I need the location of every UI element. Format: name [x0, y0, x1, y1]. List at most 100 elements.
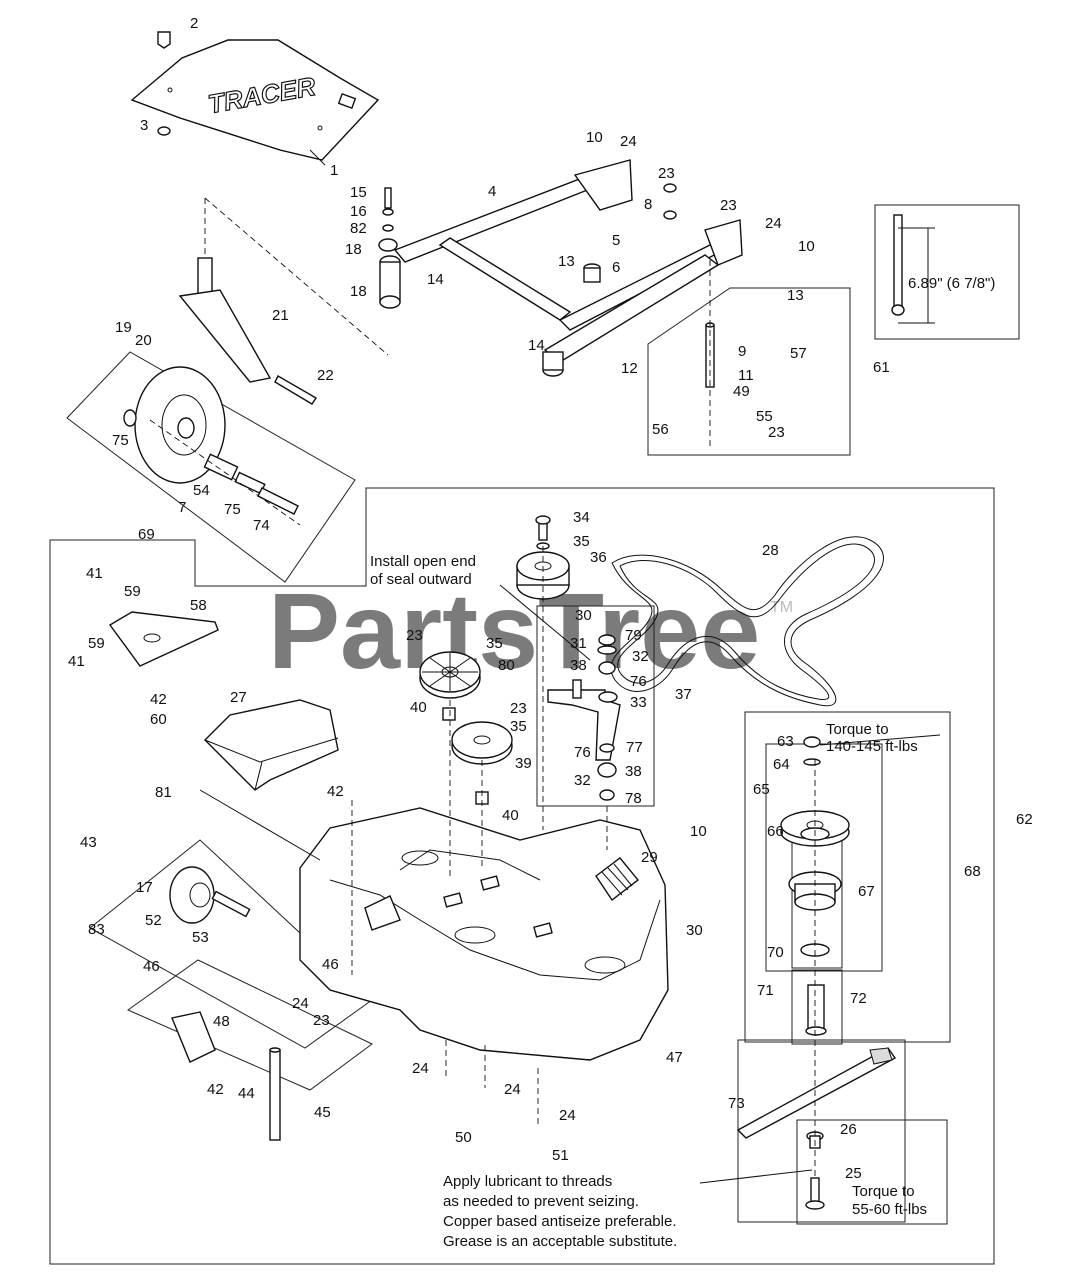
deck-group-box	[49, 487, 995, 1265]
callout-29: 29	[641, 849, 658, 866]
callout-labels: 2 3 1 10 24 23 4 15 16 82 18 14 18 8 23 …	[68, 15, 1033, 1182]
blade-box	[737, 1039, 906, 1223]
caster-arm	[178, 257, 317, 405]
callout-31: 31	[570, 635, 587, 652]
belt-shield-plate	[108, 611, 219, 667]
callout-30-b: 30	[686, 922, 703, 939]
callout-10-c: 10	[690, 823, 707, 840]
callout-22: 22	[317, 367, 334, 384]
callout-38-a: 38	[570, 657, 587, 674]
note-torque-spindle-line-1: Torque to	[826, 721, 889, 738]
callout-59-b: 59	[88, 635, 105, 652]
hood-clip	[157, 31, 171, 49]
callout-14-b: 14	[528, 337, 545, 354]
callout-49: 49	[733, 383, 750, 400]
callout-62: 62	[1016, 811, 1033, 828]
callout-42-c: 42	[207, 1081, 224, 1098]
spoked-pulley	[419, 651, 481, 699]
frame-hardware	[378, 183, 677, 283]
callout-57: 57	[790, 345, 807, 362]
wheel-assembly-box	[66, 351, 356, 583]
callout-17: 17	[136, 879, 153, 896]
caster-wheel	[123, 366, 299, 515]
belt-cover-tube	[595, 857, 639, 902]
leader-lube	[699, 1169, 813, 1184]
callout-42-a: 42	[150, 691, 167, 708]
callout-79: 79	[625, 627, 642, 644]
note-lubricant-line-4: Grease is an acceptable substitute.	[443, 1233, 677, 1250]
callout-81: 81	[155, 784, 172, 801]
callout-1: 1	[330, 162, 338, 179]
height-pin	[269, 1047, 281, 1141]
callout-50: 50	[455, 1129, 472, 1146]
callout-60: 60	[150, 711, 167, 728]
callout-69: 69	[138, 526, 155, 543]
callout-75-b: 75	[224, 501, 241, 518]
callout-16: 16	[350, 203, 367, 220]
mower-deck	[299, 807, 669, 1061]
callout-70: 70	[767, 944, 784, 961]
idler-arm	[547, 634, 621, 801]
callout-10: 10	[586, 129, 603, 146]
callout-10-b: 10	[798, 238, 815, 255]
callout-20: 20	[135, 332, 152, 349]
note-seal-line-2: of seal outward	[370, 571, 472, 588]
callout-71: 71	[757, 982, 774, 999]
callout-67: 67	[858, 883, 875, 900]
callout-32-a: 32	[632, 648, 649, 665]
callout-54: 54	[193, 482, 210, 499]
callout-24-f: 24	[559, 1107, 576, 1124]
callout-6: 6	[612, 259, 620, 276]
callout-42-b: 42	[327, 783, 344, 800]
deck-pulley	[451, 721, 513, 765]
callout-68: 68	[964, 863, 981, 880]
front-frame	[379, 159, 743, 377]
callout-5: 5	[612, 232, 620, 249]
callout-63: 63	[777, 733, 794, 750]
callout-34: 34	[573, 509, 590, 526]
callout-47: 47	[666, 1049, 683, 1066]
callout-46-b: 46	[143, 958, 160, 975]
dimension-label: 6.89" (6 7/8")	[908, 275, 995, 292]
front-baffle-box	[126, 959, 373, 1091]
leader-belt-guard	[199, 789, 321, 861]
callout-27: 27	[230, 689, 247, 706]
leader-hood	[309, 149, 326, 166]
callout-61: 61	[873, 359, 890, 376]
callout-48: 48	[213, 1013, 230, 1030]
callout-78: 78	[625, 790, 642, 807]
callout-59-a: 59	[124, 583, 141, 600]
callout-24-d: 24	[412, 1060, 429, 1077]
callout-77: 77	[626, 739, 643, 756]
callout-2: 2	[190, 15, 198, 32]
mower-blade	[736, 1047, 897, 1139]
callout-35-a: 35	[573, 533, 590, 550]
callout-23-c: 23	[768, 424, 785, 441]
callout-55: 55	[756, 408, 773, 425]
callout-41-b: 41	[68, 653, 85, 670]
callout-12: 12	[621, 360, 638, 377]
baffle-bracket	[171, 1011, 216, 1063]
callout-45: 45	[314, 1104, 331, 1121]
callout-35-c: 35	[510, 718, 527, 735]
callout-32-b: 32	[574, 772, 591, 789]
spindle-shaft	[805, 984, 827, 1036]
callout-28: 28	[762, 542, 779, 559]
callout-72: 72	[850, 990, 867, 1007]
callout-25: 25	[845, 1165, 862, 1182]
callout-23: 23	[658, 165, 675, 182]
callout-66: 66	[767, 823, 784, 840]
callout-24-c: 24	[292, 995, 309, 1012]
callout-8: 8	[644, 196, 652, 213]
callout-73: 73	[728, 1095, 745, 1112]
callout-13-a: 13	[558, 253, 575, 270]
deck-gauge-wheel	[169, 866, 251, 924]
callout-46-a: 46	[322, 956, 339, 973]
callout-24-b: 24	[765, 215, 782, 232]
dimension-pin	[891, 214, 935, 324]
hood-nut	[157, 126, 171, 136]
dimension-box	[874, 204, 1020, 340]
centerline-caster	[149, 419, 301, 526]
callout-58: 58	[190, 597, 207, 614]
callout-21: 21	[272, 307, 289, 324]
